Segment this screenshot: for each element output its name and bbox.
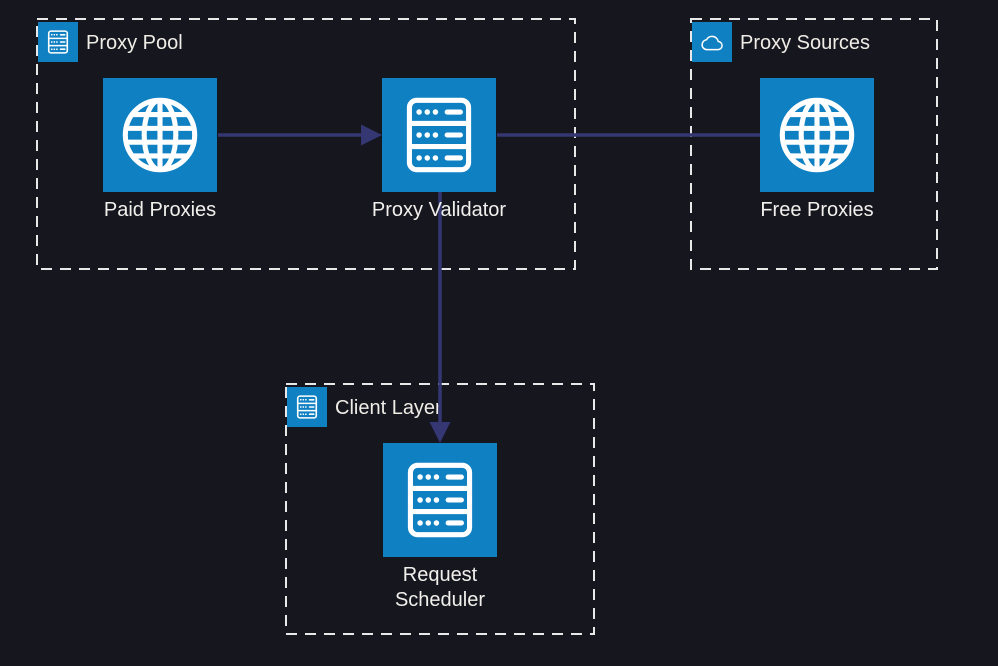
node-label: Free Proxies [760, 199, 874, 221]
cloud-icon [696, 26, 728, 58]
node-label: Paid Proxies [103, 199, 217, 221]
server-icon [389, 449, 491, 551]
group-proxy-sources: Proxy Sources [690, 18, 938, 270]
node-proxy-validator-box[interactable] [382, 78, 496, 192]
node-label: Proxy Validator [371, 199, 507, 221]
server-icon [291, 391, 323, 423]
server-icon [42, 26, 74, 58]
node-paid-proxies[interactable]: Paid Proxies [103, 78, 217, 223]
group-title: Proxy Pool [86, 32, 183, 54]
group-proxy-pool-border [36, 18, 576, 270]
group-client-layer-badge [287, 387, 327, 427]
node-request-scheduler-box[interactable] [383, 443, 497, 557]
node-label: Request Scheduler [394, 564, 486, 611]
node-paid-proxies-box[interactable] [103, 78, 217, 192]
group-title: Client Layer [335, 397, 442, 419]
group-proxy-sources-badge [692, 22, 732, 62]
group-proxy-pool-badge [38, 22, 78, 62]
group-client-layer: Client Layer [285, 383, 595, 635]
node-free-proxies-box[interactable] [760, 78, 874, 192]
server-icon [388, 84, 490, 186]
group-proxy-pool: Proxy Pool [36, 18, 576, 270]
node-proxy-validator[interactable]: Proxy Validator [372, 78, 506, 223]
node-free-proxies[interactable]: Free Proxies [760, 78, 874, 223]
globe-icon [766, 84, 868, 186]
group-proxy-sources-border [690, 18, 938, 270]
group-title: Proxy Sources [740, 32, 871, 54]
globe-icon [109, 84, 211, 186]
node-request-scheduler[interactable]: Request Scheduler [383, 443, 497, 613]
